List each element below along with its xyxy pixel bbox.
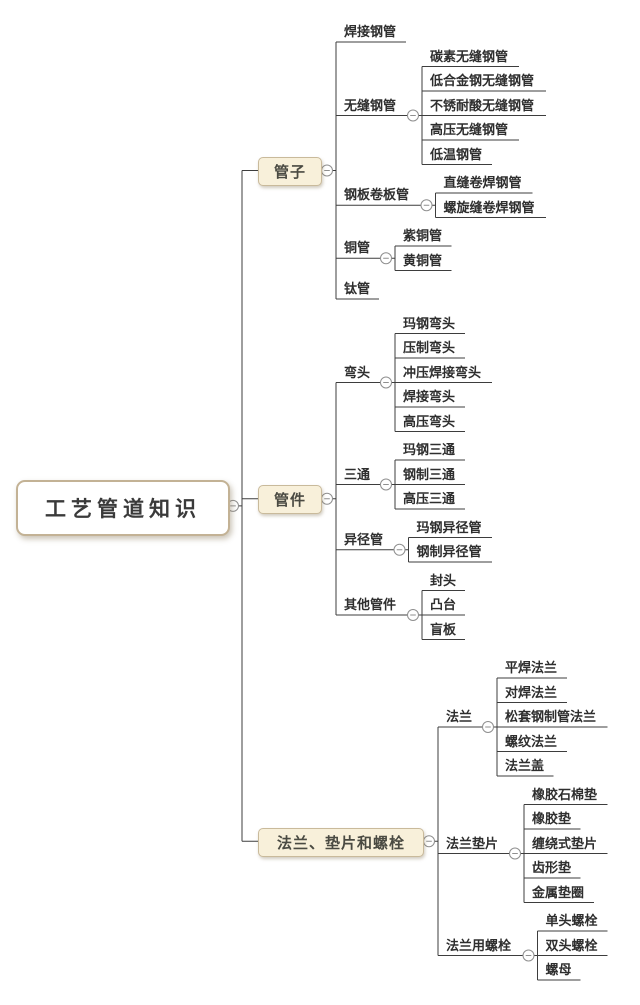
sub-topic[interactable]: 高压无缝钢管: [430, 122, 509, 137]
sub-topic[interactable]: 三通: [344, 466, 371, 482]
sub-topic[interactable]: 缠绕式垫片: [532, 835, 598, 851]
sub-topic[interactable]: 低合金钢无缝钢管: [430, 73, 535, 88]
sub-topic[interactable]: 单头螺栓: [545, 913, 598, 928]
sub-topic[interactable]: 橡胶垫: [532, 811, 572, 826]
branch-topic[interactable]: 管子: [258, 157, 322, 186]
sub-topic[interactable]: 螺纹法兰: [505, 733, 558, 749]
sub-topic[interactable]: 钢板卷板管: [344, 187, 410, 203]
branch-topic[interactable]: 管件: [258, 485, 322, 515]
sub-topic[interactable]: 平焊法兰: [505, 660, 558, 675]
sub-topic[interactable]: 低温钢管: [430, 146, 483, 162]
sub-topic[interactable]: 螺母: [545, 962, 572, 977]
sub-topic[interactable]: 盲板: [430, 621, 457, 637]
sub-topic[interactable]: 焊接弯头: [403, 389, 456, 404]
sub-topic[interactable]: 钢制异径管: [416, 544, 482, 559]
sub-topic[interactable]: 弯头: [344, 364, 371, 380]
sub-topic[interactable]: 松套钢制管法兰: [505, 709, 597, 724]
sub-topic[interactable]: 异径管: [344, 531, 384, 547]
branch-topic[interactable]: 法兰、垫片和螺栓: [258, 827, 424, 857]
sub-topic[interactable]: 封头: [430, 572, 457, 588]
sub-topic[interactable]: 钢制三通: [403, 466, 456, 482]
sub-topic[interactable]: 不锈耐酸无缝钢管: [430, 97, 535, 113]
root-topic[interactable]: 工艺管道知识: [16, 479, 230, 536]
sub-topic[interactable]: 金属垫圈: [532, 884, 585, 900]
sub-topic[interactable]: 双头螺栓: [545, 937, 598, 953]
sub-topic[interactable]: 碳素无缝钢管: [430, 48, 509, 64]
sub-topic[interactable]: 焊接钢管: [344, 24, 397, 39]
sub-topic[interactable]: 高压三通: [403, 491, 456, 506]
sub-topic[interactable]: 法兰垫片: [446, 835, 499, 851]
sub-topic[interactable]: 铜管: [344, 240, 371, 256]
sub-topic[interactable]: 齿形垫: [532, 860, 572, 875]
sub-topic[interactable]: 玛钢三通: [403, 442, 456, 457]
sub-topic[interactable]: 橡胶石棉垫: [532, 786, 598, 802]
sub-topic[interactable]: 凸台: [430, 597, 457, 612]
sub-topic[interactable]: 黄铜管: [403, 252, 443, 268]
sub-topic[interactable]: 其他管件: [344, 597, 397, 612]
sub-topic[interactable]: 高压弯头: [403, 413, 456, 429]
sub-topic[interactable]: 钛管: [344, 281, 371, 296]
sub-topic[interactable]: 螺旋缝卷焊钢管: [443, 199, 535, 215]
sub-topic[interactable]: 冲压焊接弯头: [403, 364, 482, 380]
sub-topic[interactable]: 直缝卷焊钢管: [443, 175, 522, 190]
sub-topic[interactable]: 紫铜管: [403, 228, 443, 243]
sub-topic[interactable]: 法兰: [446, 709, 473, 724]
sub-topic[interactable]: 法兰盖: [505, 758, 545, 773]
sub-topic[interactable]: 对焊法兰: [505, 684, 558, 700]
sub-topic[interactable]: 无缝钢管: [344, 97, 397, 113]
sub-topic[interactable]: 压制弯头: [403, 340, 456, 355]
sub-topic[interactable]: 玛钢异径管: [416, 519, 482, 535]
sub-topic[interactable]: 玛钢弯头: [403, 315, 456, 331]
sub-topic[interactable]: 法兰用螺栓: [446, 937, 512, 953]
